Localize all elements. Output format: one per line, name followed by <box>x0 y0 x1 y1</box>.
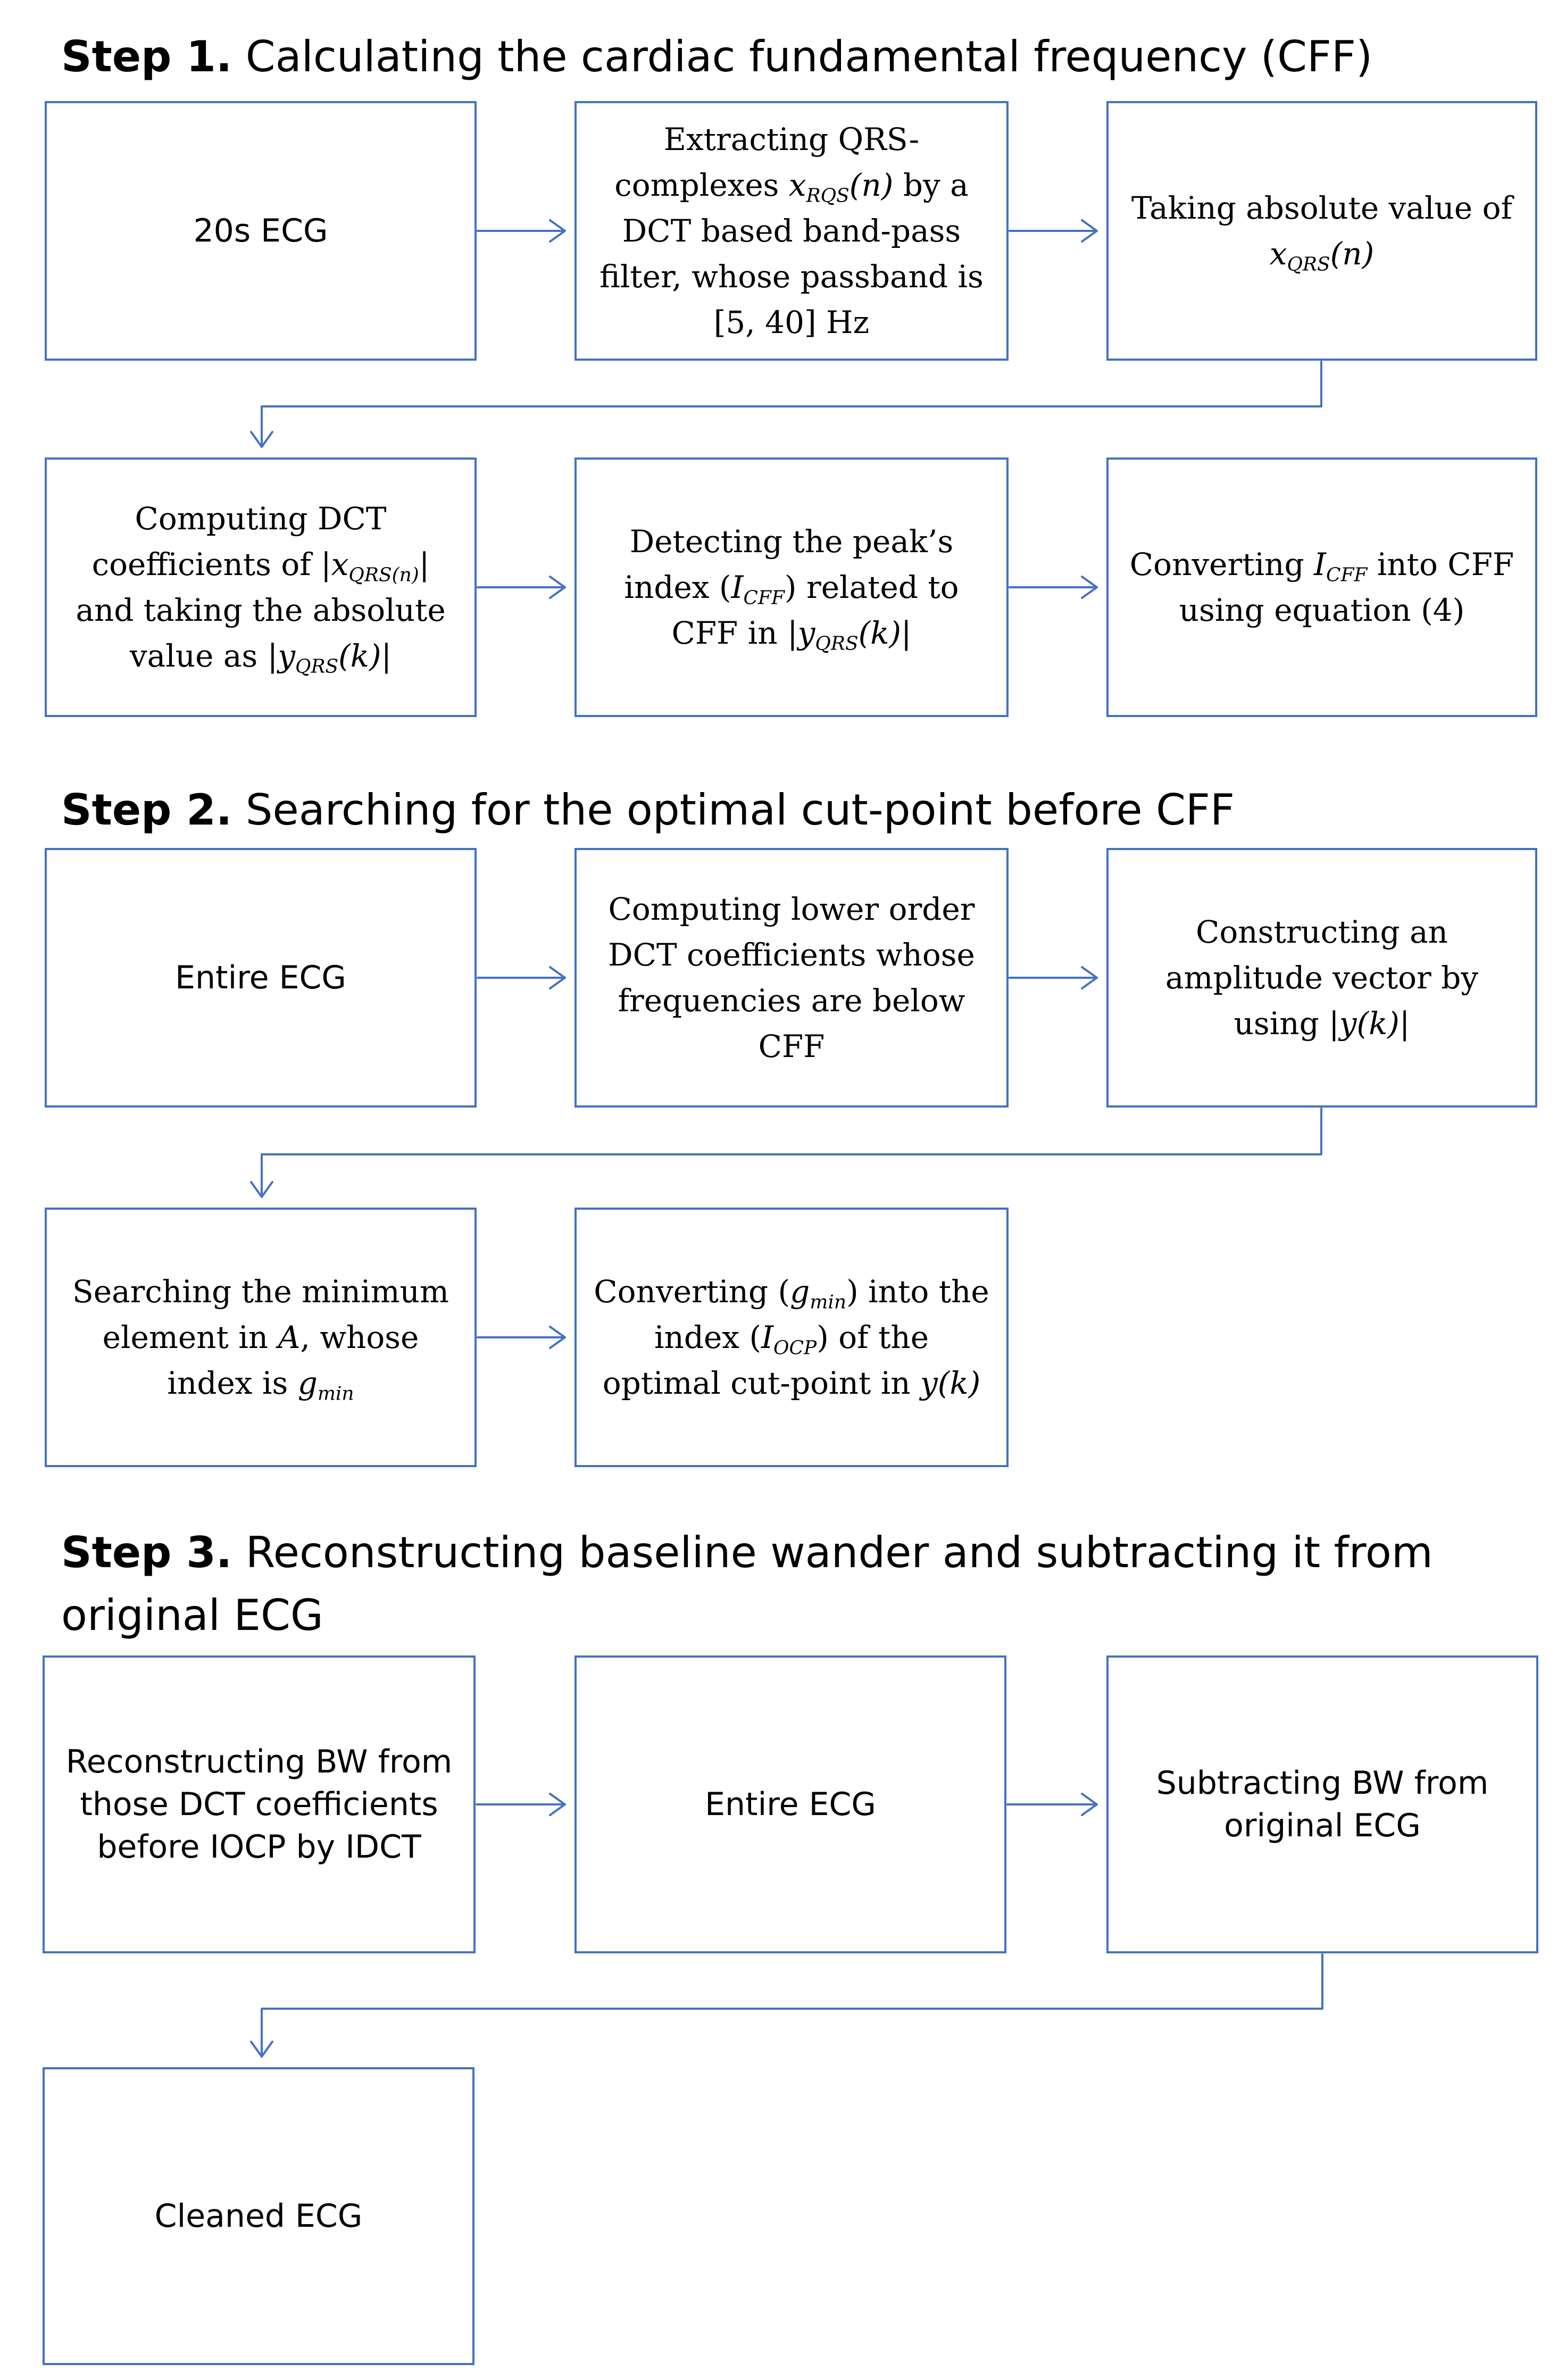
box-detect-peak-text: Detecting the peak’s index (ICFF) relate… <box>624 523 959 655</box>
box-cleaned-ecg: Cleaned ECG <box>43 2067 474 2365</box>
box-detect-peak: Detecting the peak’s index (ICFF) relate… <box>574 457 1009 717</box>
box-entire-ecg-step3-text: Entire ECG <box>705 1786 876 1823</box>
box-absolute-value-text: Taking absolute value of xQRS(n) <box>1131 190 1513 276</box>
box-extract-qrs-text: Extracting QRS-complexes xRQS(n) by a DC… <box>599 121 984 340</box>
arrow-extract-to-absolute <box>1009 219 1098 243</box>
connector-step3-wrap <box>250 1953 1323 2058</box>
box-extract-qrs: Extracting QRS-complexes xRQS(n) by a DC… <box>574 101 1009 361</box>
step-3-label: Step 3. <box>61 1528 232 1577</box>
step-2-heading: Step 2. Searching for the optimal cut-po… <box>61 779 1235 842</box>
box-dct-coefficients-text: Computing DCT coefficients of |xQRS(n)| … <box>76 501 446 678</box>
box-search-minimum: Searching the minimum element in A, whos… <box>45 1208 477 1467</box>
connector-step2-wrap <box>250 1108 1322 1198</box>
arrow-dct-to-detect <box>477 576 566 599</box>
step-2-label: Step 2. <box>61 785 232 835</box>
arrow-search-to-convert-gmin <box>477 1326 566 1349</box>
box-lower-order-dct-text: Computing lower order DCT coefficients w… <box>608 891 975 1064</box>
box-convert-icff-text: Converting ICFF into CFF using equation … <box>1129 546 1514 628</box>
box-convert-icff: Converting ICFF into CFF using equation … <box>1106 457 1537 717</box>
box-20s-ecg: 20s ECG <box>45 101 477 361</box>
box-reconstruct-bw-text: Reconstructing BW from those DCT coeffic… <box>65 1743 453 1866</box>
box-convert-gmin: Converting (gmin) into the index (IOCP) … <box>574 1208 1009 1467</box>
arrow-20s-ecg-to-extract <box>477 219 566 243</box>
arrow-lower-order-to-amplitude <box>1009 966 1098 989</box>
arrow-detect-to-convert <box>1009 576 1098 599</box>
step-3-title: Reconstructing baseline wander and subtr… <box>61 1528 1433 1640</box>
box-entire-ecg-step2-text: Entire ECG <box>175 959 346 996</box>
connector-step1-wrap <box>250 361 1322 448</box>
arrow-reconstruct-to-entire <box>476 1793 566 1816</box>
box-lower-order-dct: Computing lower order DCT coefficients w… <box>574 848 1009 1108</box>
box-amplitude-vector: Constructing an amplitude vector by usin… <box>1106 848 1537 1108</box>
box-cleaned-ecg-text: Cleaned ECG <box>154 2198 363 2235</box>
box-subtract-bw: Subtracting BW from original ECG <box>1106 1655 1538 1953</box>
step-3-heading: Step 3. Reconstructing baseline wander a… <box>61 1521 1497 1647</box>
box-absolute-value: Taking absolute value of xQRS(n) <box>1106 101 1537 361</box>
arrow-entire-to-subtract <box>1006 1793 1098 1816</box>
box-amplitude-vector-text: Constructing an amplitude vector by usin… <box>1165 914 1479 1042</box>
step-2-title: Searching for the optimal cut-point befo… <box>245 785 1235 835</box>
box-convert-gmin-text: Converting (gmin) into the index (IOCP) … <box>594 1274 989 1401</box>
box-dct-coefficients: Computing DCT coefficients of |xQRS(n)| … <box>45 457 477 717</box>
box-entire-ecg-step3: Entire ECG <box>574 1655 1006 1953</box>
arrow-entire-to-lower-order <box>477 966 566 989</box>
box-entire-ecg-step2: Entire ECG <box>45 848 477 1108</box>
box-20s-ecg-text: 20s ECG <box>193 212 328 249</box>
box-reconstruct-bw: Reconstructing BW from those DCT coeffic… <box>43 1655 476 1953</box>
box-search-minimum-text: Searching the minimum element in A, whos… <box>72 1274 449 1405</box>
step-1-title: Calculating the cardiac fundamental freq… <box>245 32 1373 81</box>
step-1-heading: Step 1. Calculating the cardiac fundamen… <box>61 26 1372 88</box>
box-subtract-bw-text: Subtracting BW from original ECG <box>1156 1765 1489 1844</box>
step-1-label: Step 1. <box>61 32 232 81</box>
